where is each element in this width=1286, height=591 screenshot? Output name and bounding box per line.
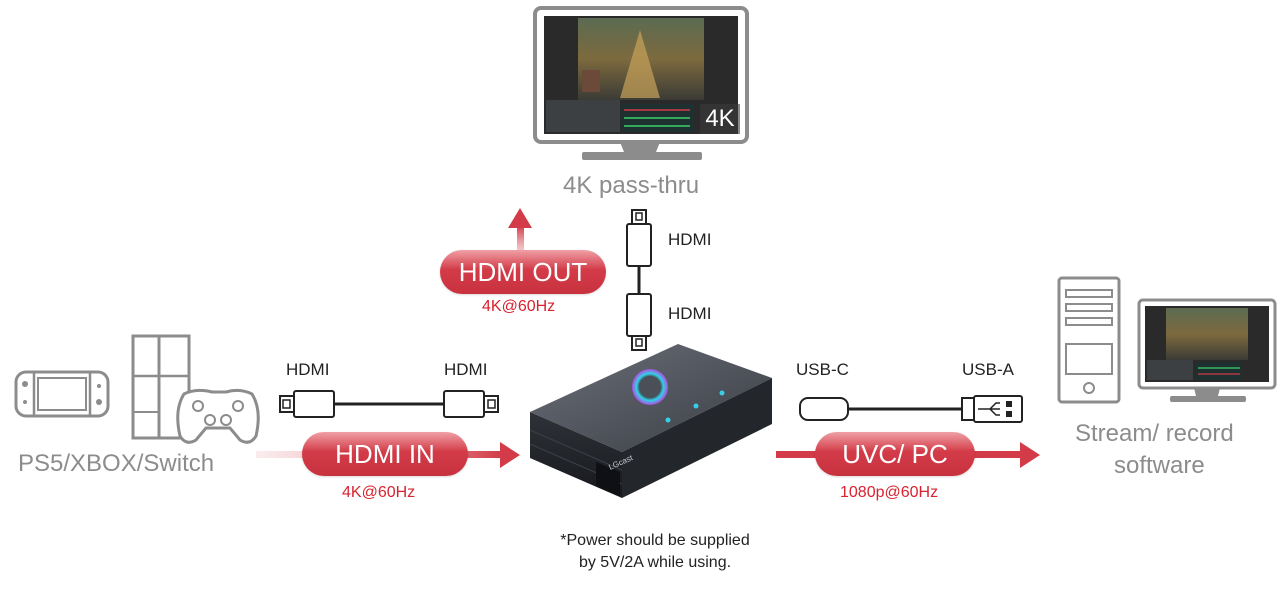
hdmi-cable-vertical <box>626 209 652 351</box>
pc-monitor-icon <box>1137 298 1277 402</box>
pc-tower-icon <box>1057 276 1121 404</box>
uvc-badge: UVC/ PC <box>815 432 975 476</box>
hdmi-label-left-b: HDMI <box>444 360 488 379</box>
hdmi-out-spec: 4K@60Hz <box>482 298 556 315</box>
power-note-line2: by 5V/2A while using. <box>578 554 732 571</box>
hdmi-in-badge: HDMI IN <box>302 432 468 476</box>
switch-console-icon <box>14 370 110 418</box>
usb-c-label: USB-C <box>796 360 849 379</box>
hdmi-label-left-a: HDMI <box>286 360 330 379</box>
power-note-line1: *Power should be supplied <box>560 532 750 549</box>
destination-caption-line2: software <box>1114 452 1205 479</box>
hdmi-in-spec: 4K@60Hz <box>342 484 416 501</box>
hdmi-label-top-lower: HDMI <box>668 304 712 323</box>
usb-a-label: USB-A <box>962 360 1014 379</box>
resolution-badge: 4K <box>700 104 740 134</box>
uvc-spec: 1080p@60Hz <box>840 484 939 501</box>
gamepad-icon <box>176 388 260 444</box>
pass-thru-caption: 4K pass-thru <box>563 172 700 199</box>
hdmi-label-top-upper: HDMI <box>668 230 712 249</box>
destination-caption-line1: Stream/ record <box>1075 420 1234 447</box>
monitor-icon <box>533 6 749 160</box>
source-caption: PS5/XBOX/Switch <box>18 450 215 477</box>
hdmi-out-badge: HDMI OUT <box>440 250 606 294</box>
usb-cable <box>799 395 1023 423</box>
capture-device-icon <box>529 344 772 498</box>
hdmi-out-arrow <box>508 208 532 258</box>
hdmi-cable-horizontal <box>279 390 499 418</box>
game-console-tower-icon <box>131 334 191 440</box>
